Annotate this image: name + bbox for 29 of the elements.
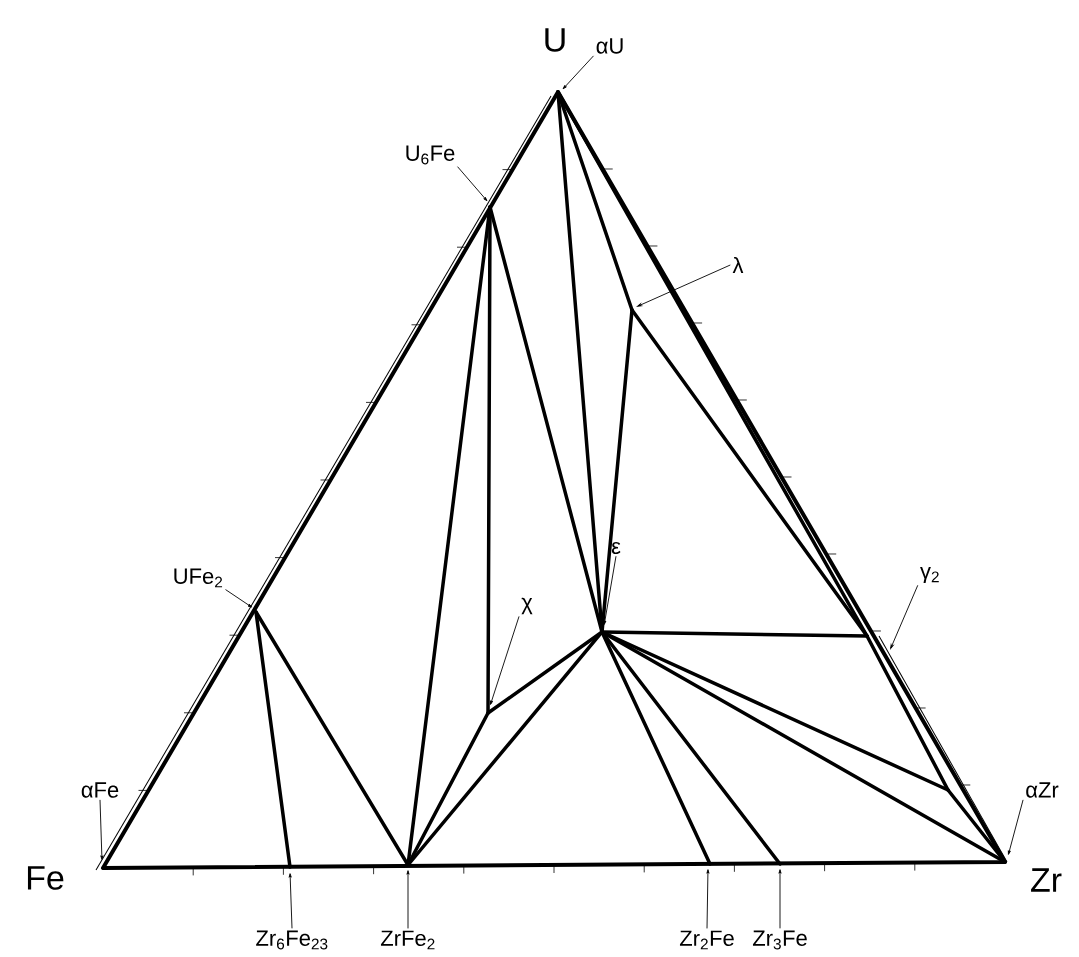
leader-line <box>603 555 617 625</box>
leader-line <box>457 166 488 202</box>
phase-label: U$_{6}$Fe <box>406 145 455 165</box>
phase-label: γ$_{2}$ <box>920 566 939 584</box>
leader-line <box>706 869 710 929</box>
leader-line <box>99 799 104 860</box>
leader-line <box>562 55 594 90</box>
leader-line <box>778 869 782 929</box>
phase-label: χ <box>521 597 533 615</box>
leader-line <box>490 615 520 705</box>
phase-label: λ <box>732 257 744 273</box>
phase-label: αZr <box>1026 782 1059 798</box>
phase-label: UFe$_{2}$ <box>174 568 223 588</box>
phase-label: Zr$_{2}$Fe <box>679 930 734 950</box>
leader-line <box>1007 799 1024 855</box>
corner-label: Fe <box>27 866 64 890</box>
leader-line <box>637 264 731 307</box>
phase-label: Zr$_{3}$Fe <box>752 930 807 950</box>
leader-line <box>288 873 293 929</box>
corner-label: U <box>545 28 565 52</box>
leader-line <box>225 589 253 608</box>
phase-label: αFe <box>81 782 119 798</box>
phase-label: ε <box>611 541 621 555</box>
leader-line <box>890 584 919 649</box>
phase-label: Zr$_{6}$Fe$_{23}$ <box>256 930 328 950</box>
phase-label: ZrFe$_{2}$ <box>380 930 435 950</box>
leader-line <box>406 870 410 929</box>
corner-label: Zr <box>1031 868 1062 892</box>
phase-label: αU <box>596 38 623 54</box>
